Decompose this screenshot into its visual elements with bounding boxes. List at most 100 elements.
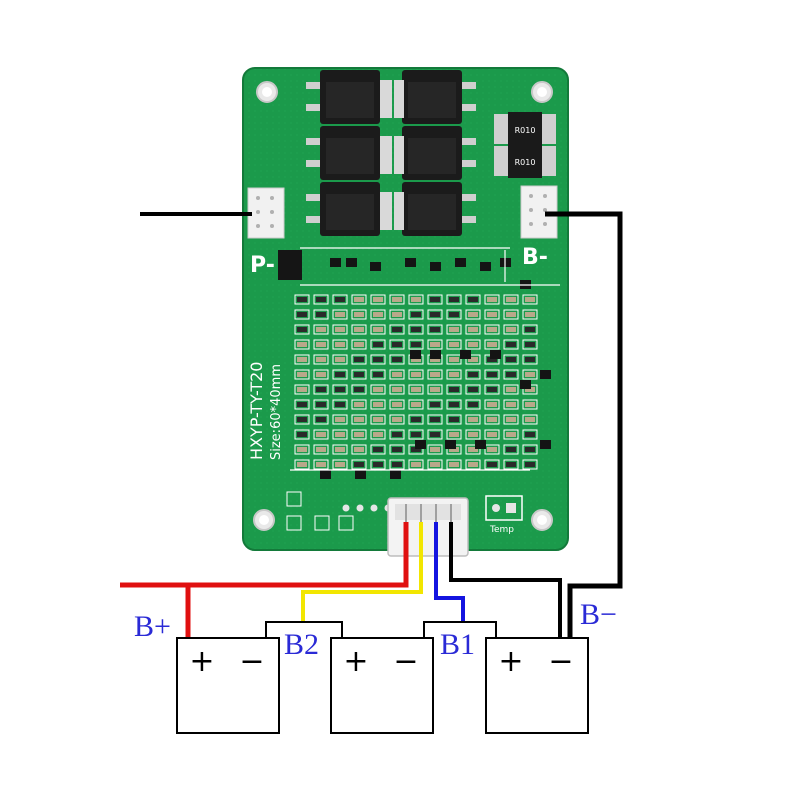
smd-part [370, 414, 386, 425]
smd-part [484, 369, 500, 380]
smd-part [484, 294, 500, 305]
plus-terminal: + [343, 644, 368, 679]
smd-part [484, 414, 500, 425]
smd-part [313, 429, 329, 440]
smd-part [313, 399, 329, 410]
sot-transistor [410, 350, 421, 359]
smd-part [294, 354, 310, 365]
smd-part [503, 444, 519, 455]
smd-part [370, 444, 386, 455]
smd-part [503, 309, 519, 320]
smd-part [465, 414, 481, 425]
smd-part [484, 429, 500, 440]
smd-part [313, 414, 329, 425]
smd-part [503, 339, 519, 350]
smd-part [484, 444, 500, 455]
smd-part [522, 294, 538, 305]
smd-part [408, 309, 424, 320]
smd-part [370, 294, 386, 305]
sot-transistor [455, 258, 466, 267]
smd-part [313, 459, 329, 470]
smd-part [370, 324, 386, 335]
resistor-mark: R010 [515, 126, 536, 135]
sot-transistor [540, 440, 551, 449]
smd-part [351, 339, 367, 350]
board-size-label: Size:60*40mm [269, 364, 284, 460]
b2-wire [301, 522, 423, 622]
smd-part [351, 294, 367, 305]
smd-part [370, 354, 386, 365]
sot-transistor [460, 350, 471, 359]
sot-transistor [370, 262, 381, 271]
smd-part [351, 459, 367, 470]
b2-label: B2 [284, 628, 319, 661]
smd-part [370, 384, 386, 395]
smd-part [522, 369, 538, 380]
smd-part [408, 294, 424, 305]
wiring [120, 211, 623, 640]
smd-part [332, 294, 348, 305]
minus-terminal: − [239, 644, 264, 679]
smd-part [408, 324, 424, 335]
smd-part [427, 429, 443, 440]
sot-transistor [355, 470, 366, 479]
mosfet [394, 126, 476, 180]
smd-part [294, 429, 310, 440]
mosfet [394, 182, 476, 236]
smd-part [370, 309, 386, 320]
sot-transistor [405, 258, 416, 267]
smd-part [408, 429, 424, 440]
smd-part [294, 414, 310, 425]
smd-part [332, 339, 348, 350]
smd-part [522, 309, 538, 320]
mounting-holes [253, 81, 553, 531]
smd-part [427, 339, 443, 350]
mosfet [394, 70, 476, 124]
smd-part [389, 384, 405, 395]
smd-part [503, 414, 519, 425]
smd-part [332, 459, 348, 470]
control-ic [278, 250, 302, 280]
smd-part [522, 354, 538, 365]
shunt-resistor: R010 [494, 144, 556, 178]
smd-part [370, 339, 386, 350]
sot-transistor [475, 440, 486, 449]
smd-part [484, 309, 500, 320]
smd-part [522, 324, 538, 335]
smd-part [351, 369, 367, 380]
smd-part [427, 384, 443, 395]
smd-part [484, 324, 500, 335]
smd-part [389, 444, 405, 455]
smd-part [427, 399, 443, 410]
smd-part [446, 369, 462, 380]
smd-part [313, 294, 329, 305]
smd-part [522, 429, 538, 440]
smd-part [389, 354, 405, 365]
smd-part [389, 429, 405, 440]
smd-part [503, 369, 519, 380]
smd-part [389, 309, 405, 320]
pcb-board: R010 R010 P- B- HXYP-TY-T20 Size:60*40mm [242, 67, 569, 551]
smd-part [446, 354, 462, 365]
smd-part [408, 414, 424, 425]
smd-part [465, 384, 481, 395]
smd-part [313, 444, 329, 455]
sot-transistor [490, 350, 501, 359]
b1-label: B1 [440, 628, 475, 661]
smd-part [370, 459, 386, 470]
smd-part [313, 309, 329, 320]
b-minus-balance-wire [449, 522, 562, 638]
smd-part [446, 309, 462, 320]
smd-part [484, 459, 500, 470]
sot-transistor [480, 262, 491, 271]
shunt-resistor: R010 [494, 112, 556, 146]
mosfet [306, 70, 392, 124]
p-minus-label: P- [250, 253, 275, 278]
smd-part [408, 459, 424, 470]
battery-cell: + − [176, 637, 280, 734]
board-model-label: HXYP-TY-T20 [247, 362, 266, 460]
sot-transistor [540, 370, 551, 379]
smd-part [294, 369, 310, 380]
smd-part [294, 399, 310, 410]
